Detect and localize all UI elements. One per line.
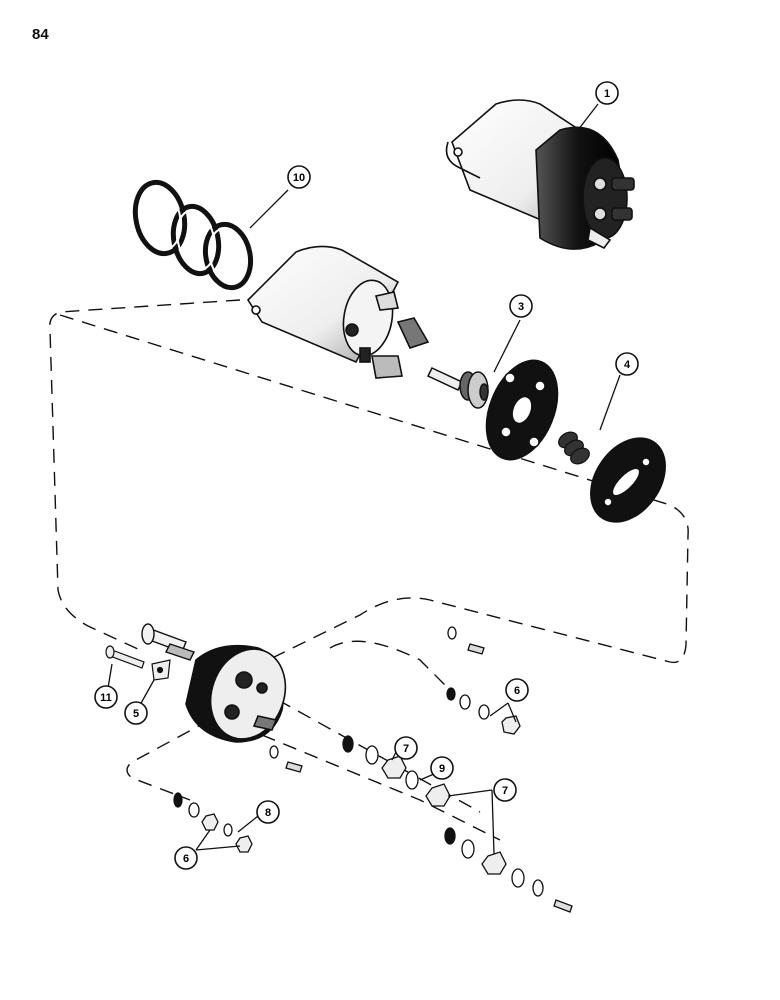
callout-5: 5 (124, 701, 148, 725)
callout-1: 1 (595, 81, 619, 105)
nut (501, 715, 521, 735)
nut (481, 851, 507, 875)
washer (269, 745, 279, 759)
washer (461, 839, 475, 859)
carriage-bolt (141, 623, 195, 661)
callout-4: 4 (615, 352, 639, 376)
svg-text:9: 9 (439, 763, 445, 775)
washer (459, 694, 471, 710)
terminal-block (185, 644, 287, 743)
solenoid-assembly (445, 99, 635, 250)
lock-washer (446, 687, 456, 701)
hardware-set (173, 626, 573, 913)
svg-text:6: 6 (514, 685, 520, 697)
nut (201, 813, 219, 831)
callout-3: 3 (509, 294, 533, 318)
callouts: 1 10 3 4 6 7 9 7 (94, 81, 639, 870)
lock-washer (342, 735, 354, 753)
svg-text:6: 6 (183, 853, 189, 865)
screw (285, 761, 303, 773)
callout-9: 9 (430, 756, 454, 780)
svg-text:5: 5 (133, 708, 139, 720)
solenoid-body (246, 245, 430, 379)
small-spring (558, 431, 590, 465)
washer (447, 626, 457, 640)
washer (405, 770, 419, 790)
washer (478, 704, 490, 720)
callout-10: 10 (287, 165, 311, 189)
washer (188, 802, 200, 818)
dashed-line-lower-left (126, 719, 211, 801)
dashed-line-outer-loop (49, 299, 241, 651)
dashed-line-lower-right (261, 734, 501, 841)
callout-6-right: 6 (505, 678, 529, 702)
callout-11: 11 (94, 685, 118, 709)
callout-8: 8 (256, 800, 280, 824)
terminal-clip (151, 659, 171, 681)
spring-coils (132, 179, 254, 291)
screw (553, 899, 573, 913)
dashed-line-upper-hardware (329, 640, 451, 691)
svg-text:7: 7 (403, 743, 409, 755)
washer (511, 868, 525, 888)
lock-washer (444, 827, 456, 845)
svg-text:3: 3 (518, 301, 524, 313)
small-bolt (105, 645, 145, 669)
callout-6-left: 6 (174, 846, 198, 870)
washer (532, 879, 544, 897)
page-number: 84 (32, 26, 49, 43)
svg-text:8: 8 (265, 807, 271, 819)
callout-7-upper: 7 (394, 736, 418, 760)
svg-text:4: 4 (624, 359, 631, 371)
washer (365, 745, 379, 765)
washer (223, 823, 233, 837)
plunger (426, 367, 489, 409)
screw (467, 643, 485, 655)
svg-text:1: 1 (604, 88, 610, 100)
leader-lines (107, 103, 621, 855)
svg-text:10: 10 (293, 172, 305, 184)
svg-text:11: 11 (100, 692, 112, 704)
lock-washer (173, 792, 183, 808)
nut (235, 835, 253, 853)
dashed-line-diagonal (59, 314, 689, 664)
contact-disc-upper (485, 359, 559, 461)
svg-text:7: 7 (502, 785, 508, 797)
callout-7-lower: 7 (493, 778, 517, 802)
contact-disc-lower (590, 437, 666, 523)
nut (425, 783, 451, 807)
